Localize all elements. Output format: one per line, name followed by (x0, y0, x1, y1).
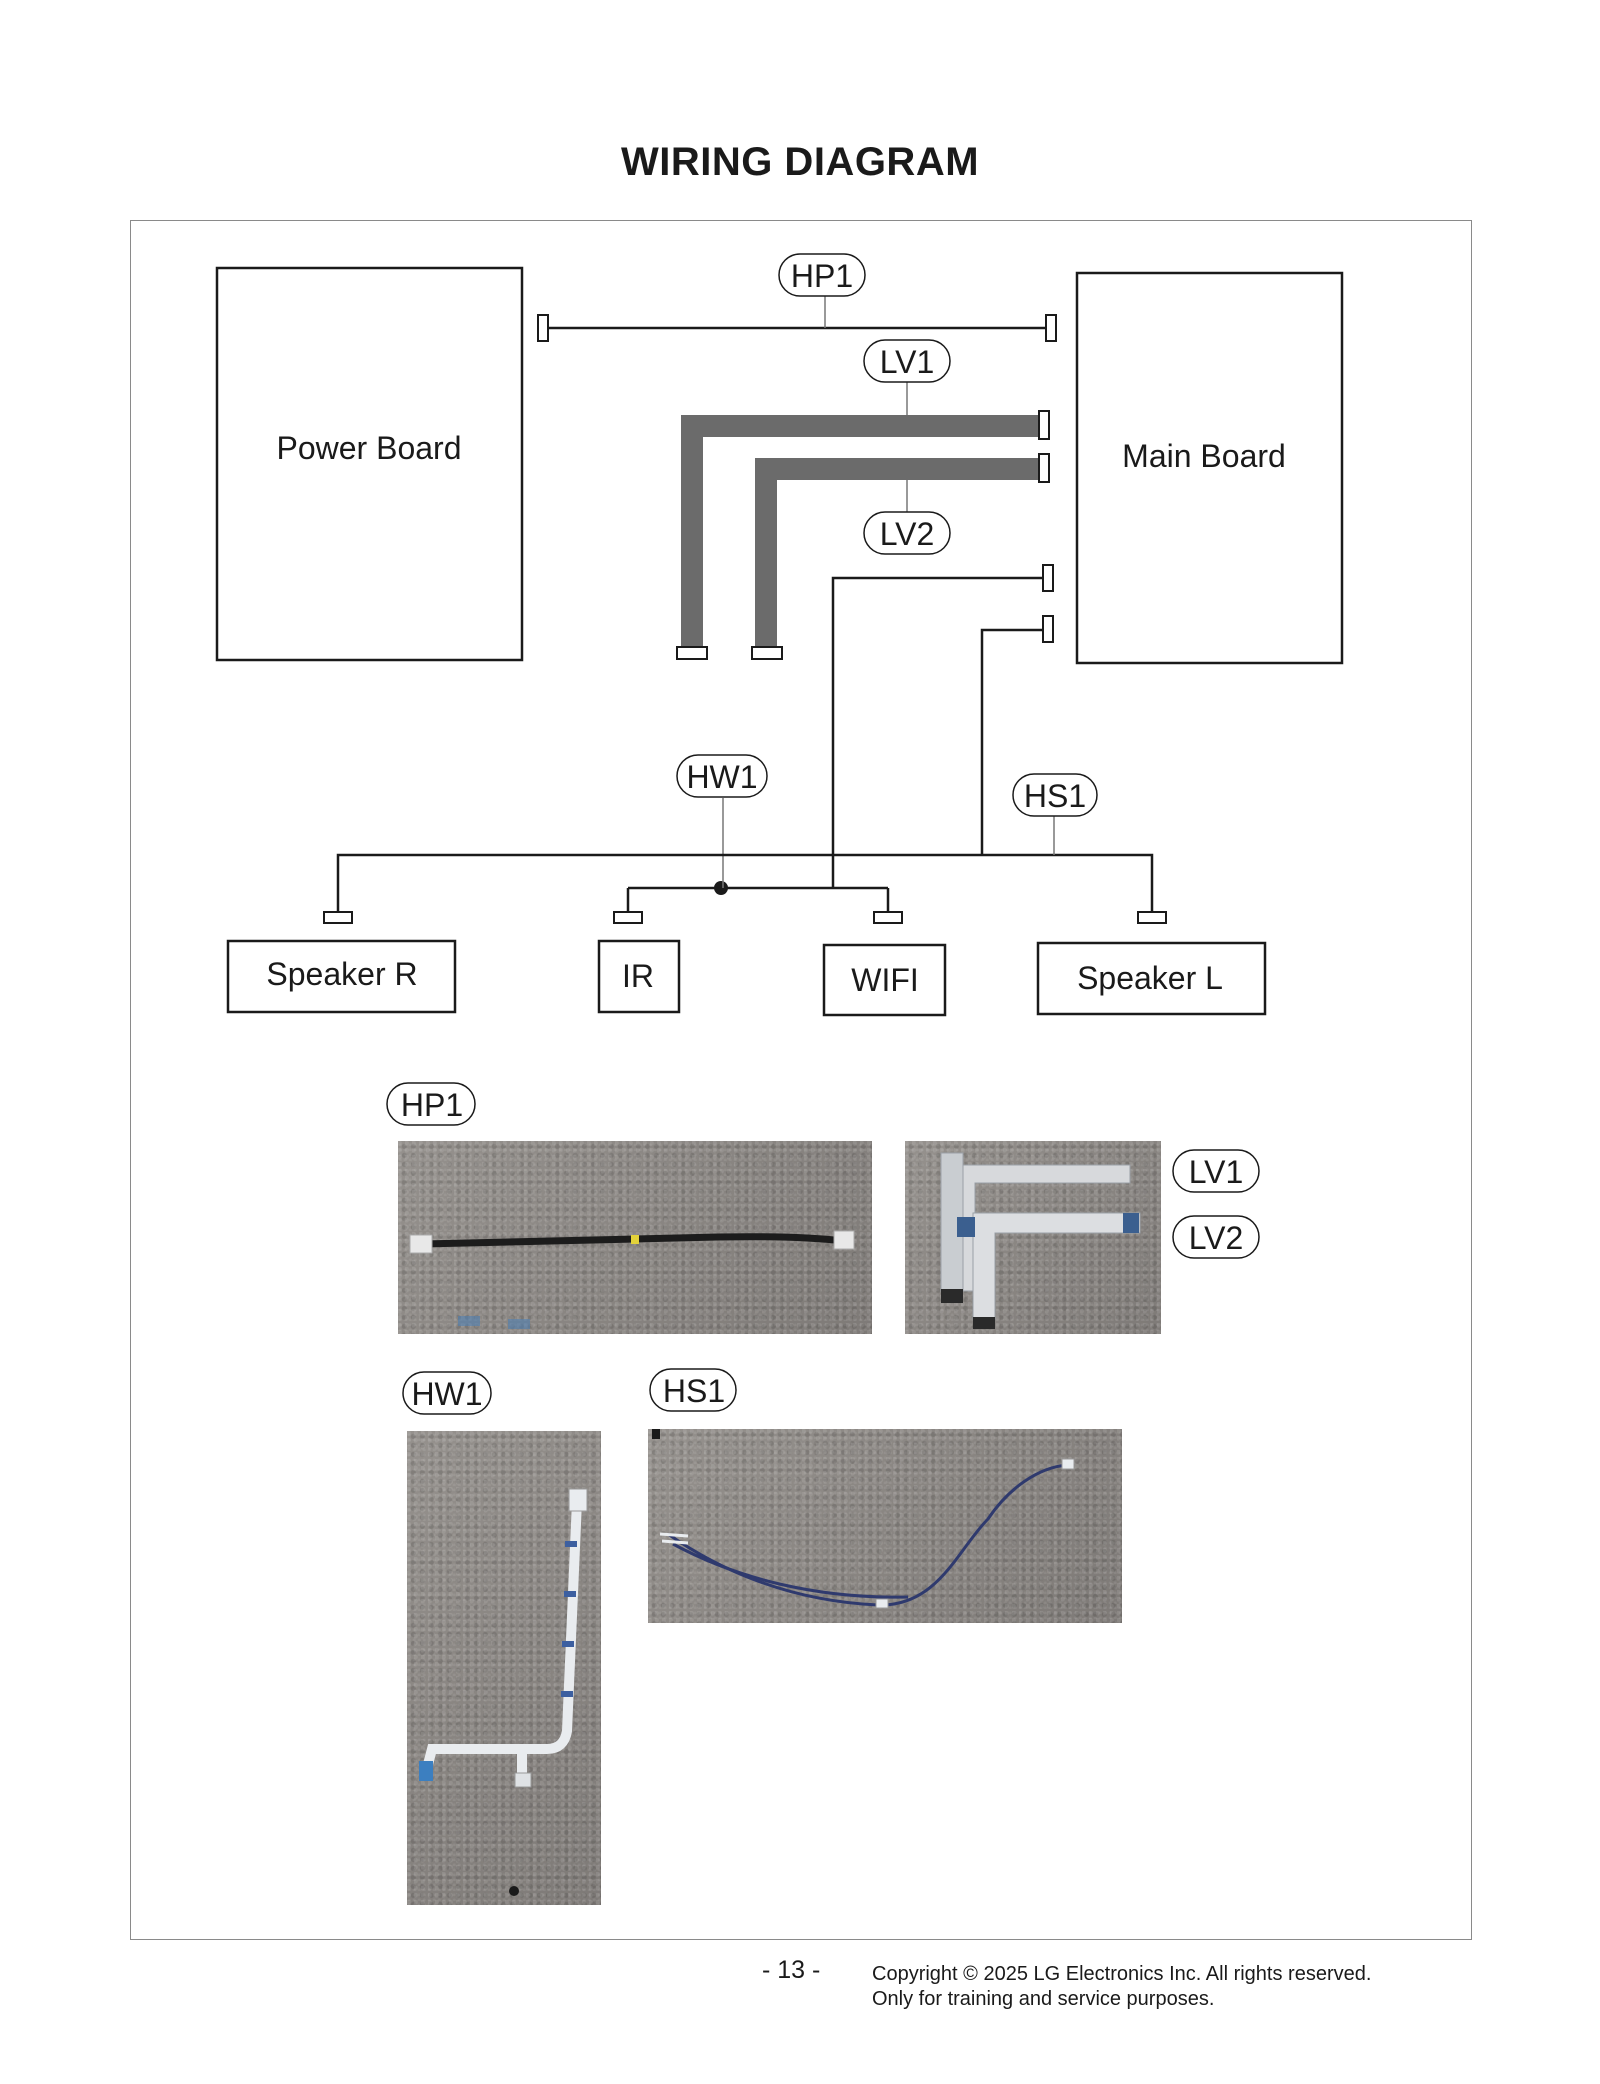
ir-box: IR (597, 939, 681, 1014)
lv-cables-photo (905, 1141, 1161, 1334)
wifi-box: WIFI (822, 943, 947, 1017)
lv1-cable: LV1 (676, 339, 1050, 660)
hw1-cable-photo (407, 1431, 601, 1905)
hw1-cable: HW1 (613, 564, 1054, 924)
hw1-tag: HW1 (686, 759, 757, 795)
wifi-label: WIFI (851, 962, 919, 998)
lv2-cable: LV2 (751, 453, 1050, 660)
power-board: Power Board (215, 266, 524, 662)
diagram-frame (130, 220, 1472, 1940)
speaker-r-label: Speaker R (266, 956, 417, 992)
lv1-tag: LV1 (880, 344, 935, 380)
copyright-notice: Copyright © 2025 LG Electronics Inc. All… (872, 1962, 1371, 2012)
copyright-line-2: Only for training and service purposes. (872, 1988, 1215, 2010)
main-board: Main Board (1075, 271, 1344, 665)
page-number: - 13 - (762, 1956, 821, 1984)
hs1-cable-photo (648, 1429, 1122, 1623)
hs1-cable: HS1 (323, 615, 1167, 924)
page-title: WIRING DIAGRAM (620, 140, 980, 184)
speaker-l-box: Speaker L (1036, 941, 1267, 1016)
ir-label: IR (622, 958, 654, 994)
hs1-tag: HS1 (1024, 778, 1086, 814)
lv2-tag: LV2 (880, 516, 935, 552)
speaker-l-label: Speaker L (1077, 960, 1223, 996)
wiring-schematic: Power Board Main Board HP1 LV1 LV2 (215, 253, 1344, 1017)
hp1-cable: HP1 (537, 253, 1057, 342)
hp1-tag: HP1 (791, 258, 853, 294)
copyright-line-1: Copyright © 2025 LG Electronics Inc. All… (872, 1963, 1372, 1985)
main-board-label: Main Board (1122, 438, 1286, 474)
speaker-r-box: Speaker R (226, 939, 457, 1014)
hp1-cable-photo (398, 1141, 872, 1334)
power-board-label: Power Board (277, 430, 462, 466)
